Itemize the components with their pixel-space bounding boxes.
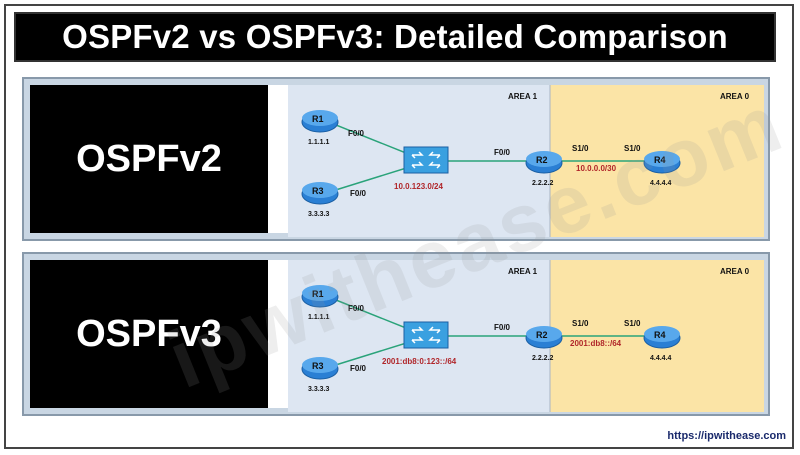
panel-label: OSPFv2 — [30, 85, 268, 233]
r2-wan-interface: S1/0 — [572, 319, 589, 328]
wan-network-label: 10.0.0.0/30 — [576, 164, 617, 173]
router-r4-name: R4 — [654, 330, 666, 340]
router-r4-name: R4 — [654, 155, 666, 165]
r2-wan-interface: S1/0 — [572, 144, 589, 153]
router-r4-icon — [643, 151, 681, 174]
router-r2-name: R2 — [536, 155, 548, 165]
switch-icon — [403, 146, 449, 174]
r3-interface: F0/0 — [350, 364, 367, 373]
page-title: OSPFv2 vs OSPFv3: Detailed Comparison — [14, 12, 776, 62]
router-r2-id: 2.2.2.2 — [532, 180, 554, 187]
network-diagram: AREA 1 AREA 0 R1 1.1.1.1 F0/0 R3 — [288, 260, 772, 412]
switch-icon — [403, 321, 449, 349]
router-r2-icon — [525, 151, 563, 174]
router-r4-icon — [643, 326, 681, 349]
router-r3-name: R3 — [312, 186, 324, 196]
link-r3-sw — [325, 339, 417, 369]
router-r2-icon — [525, 326, 563, 349]
router-r2-name: R2 — [536, 330, 548, 340]
router-r3-id: 3.3.3.3 — [308, 386, 330, 393]
router-r1-icon — [301, 285, 339, 308]
link-r3-sw — [325, 164, 417, 194]
router-r3-name: R3 — [312, 361, 324, 371]
area0-label: AREA 0 — [720, 92, 750, 101]
lan-network-label: 2001:db8:0:123::/64 — [382, 357, 457, 366]
router-r2-id: 2.2.2.2 — [532, 355, 554, 362]
footer-url[interactable]: https://ipwithease.com — [667, 430, 786, 442]
router-r3-icon — [301, 182, 339, 205]
router-r1-name: R1 — [312, 289, 324, 299]
r4-wan-interface: S1/0 — [624, 319, 641, 328]
router-r3-icon — [301, 357, 339, 380]
router-r1-id: 1.1.1.1 — [308, 139, 330, 146]
r4-wan-interface: S1/0 — [624, 144, 641, 153]
router-r3-id: 3.3.3.3 — [308, 211, 330, 218]
link-r1-sw — [325, 120, 417, 158]
router-r1-icon — [301, 110, 339, 133]
router-r1-id: 1.1.1.1 — [308, 314, 330, 321]
router-r1-name: R1 — [312, 114, 324, 124]
r2-lan-interface: F0/0 — [494, 148, 511, 157]
r1-interface: F0/0 — [348, 129, 365, 138]
r2-lan-interface: F0/0 — [494, 323, 511, 332]
ospfv2-panel: OSPFv2 AREA 1 AREA 0 R1 1.1.1.1 — [22, 77, 770, 241]
r3-interface: F0/0 — [350, 189, 367, 198]
lan-network-label: 10.0.123.0/24 — [394, 182, 443, 191]
router-r4-id: 4.4.4.4 — [650, 180, 672, 187]
area1-label: AREA 1 — [508, 92, 538, 101]
wan-network-label: 2001:db8::/64 — [570, 339, 622, 348]
ospfv3-panel: OSPFv3 AREA 1 AREA 0 R1 1.1.1.1 F0/0 — [22, 252, 770, 416]
r1-interface: F0/0 — [348, 304, 365, 313]
area0-label: AREA 0 — [720, 267, 750, 276]
link-r1-sw — [325, 295, 417, 333]
network-diagram: AREA 1 AREA 0 R1 1.1.1.1 F0/0 — [288, 85, 772, 237]
router-r4-id: 4.4.4.4 — [650, 355, 672, 362]
area1-label: AREA 1 — [508, 267, 538, 276]
panel-label: OSPFv3 — [30, 260, 268, 408]
